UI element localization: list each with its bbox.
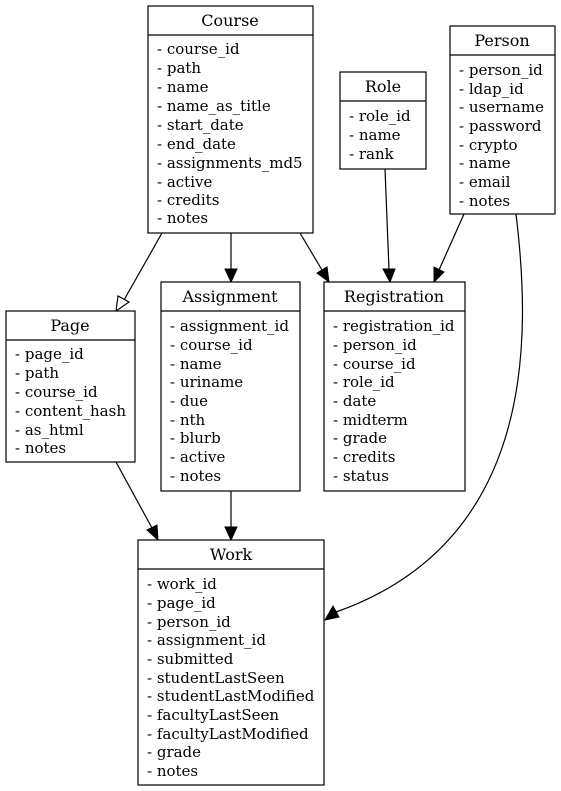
entity-title: Page xyxy=(50,316,89,335)
entity-field: - submitted xyxy=(147,650,234,668)
arrow-course-assignment xyxy=(224,268,238,284)
entity-field: - notes xyxy=(459,192,510,210)
entity-field: - nth xyxy=(170,411,206,429)
entity-title: Role xyxy=(365,77,401,96)
entity-field: - facultyLastSeen xyxy=(147,706,279,724)
entity-field: - course_id xyxy=(157,40,240,58)
entity-field: - page_id xyxy=(15,345,84,363)
entity-field: - date xyxy=(333,392,376,410)
arrow-person-registration xyxy=(433,266,445,284)
entity-field: - name xyxy=(349,126,401,144)
edge-course-page xyxy=(123,232,163,301)
entity-role: Role - role_id - name - rank xyxy=(339,71,427,170)
entity-field: - midterm xyxy=(333,411,408,429)
entity-field: - email xyxy=(459,173,511,191)
entity-field: - credits xyxy=(157,191,219,209)
entity-field: - notes xyxy=(157,209,208,227)
entity-field: - course_id xyxy=(170,336,253,354)
edge-page-work xyxy=(115,461,153,529)
entity-field: - crypto xyxy=(459,136,518,154)
entity-field: - active xyxy=(157,173,212,191)
arrow-person-work xyxy=(324,604,340,621)
entity-field: - active xyxy=(170,448,225,466)
entity-assignment: Assignment - assignment_id - course_id -… xyxy=(160,281,301,492)
entity-field: - ldap_id xyxy=(459,80,524,98)
edge-person-work xyxy=(335,213,524,613)
edge-role-registration xyxy=(384,168,390,271)
entity-field: - content_hash xyxy=(15,402,126,420)
entity-field: - registration_id xyxy=(333,317,455,335)
arrow-role-registration xyxy=(382,268,396,284)
entity-field: - password xyxy=(459,117,542,135)
entity-field: - name xyxy=(459,154,511,172)
entity-title: Course xyxy=(201,11,259,30)
entity-field: - studentLastSeen xyxy=(147,669,285,687)
entity-field: - work_id xyxy=(147,575,217,593)
entity-field: - assignments_md5 xyxy=(157,154,303,172)
arrow-assignment-work xyxy=(224,526,238,542)
entity-field: - uriname xyxy=(170,373,243,391)
entity-field: - name_as_title xyxy=(157,97,271,115)
entity-field: - name xyxy=(157,78,209,96)
entity-field: - grade xyxy=(147,743,201,761)
entity-field: - start_date xyxy=(157,116,244,134)
entity-field: - grade xyxy=(333,429,387,447)
entity-page: Page - page_id - path - course_id - cont… xyxy=(5,310,136,463)
arrow-page-work xyxy=(146,524,159,542)
entity-work: Work - work_id - page_id - person_id - a… xyxy=(137,539,325,786)
entity-field: - assignment_id xyxy=(170,317,289,335)
entity-field: - course_id xyxy=(333,355,416,373)
entity-field: - username xyxy=(459,98,544,116)
entity-field: - as_html xyxy=(15,421,84,439)
edge-person-registration xyxy=(438,213,465,271)
entity-field: - notes xyxy=(15,439,66,457)
entity-person: Person - person_id - ldap_id - username … xyxy=(449,25,556,215)
entity-field: - assignment_id xyxy=(147,631,266,649)
entity-course: Course - course_id - path - name - name_… xyxy=(147,5,314,234)
entity-field: - course_id xyxy=(15,383,98,401)
entity-field: - studentLastModified xyxy=(147,687,315,705)
entity-field: - status xyxy=(333,467,389,485)
arrow-course-registration xyxy=(316,266,330,284)
entity-registration: Registration - registration_id - person_… xyxy=(323,281,466,492)
entity-title: Work xyxy=(210,545,253,564)
entity-field: - rank xyxy=(349,145,395,163)
entity-field: - credits xyxy=(333,448,395,466)
entity-title: Registration xyxy=(344,287,444,306)
edge-course-registration xyxy=(299,232,323,271)
edges xyxy=(115,168,524,621)
entity-field: - path xyxy=(15,364,59,382)
entity-field: - notes xyxy=(170,467,221,485)
entity-field: - facultyLastModified xyxy=(147,725,309,743)
entity-field: - notes xyxy=(147,762,198,780)
entity-field: - person_id xyxy=(459,61,543,79)
entity-field: - due xyxy=(170,392,208,410)
entity-field: - page_id xyxy=(147,594,216,612)
entity-field: - person_id xyxy=(333,336,417,354)
entity-field: - role_id xyxy=(333,373,395,391)
entity-field: - path xyxy=(157,59,201,77)
entity-title: Person xyxy=(474,31,529,50)
entity-title: Assignment xyxy=(181,287,278,306)
entity-field: - end_date xyxy=(157,135,236,153)
entity-field: - role_id xyxy=(349,107,411,125)
entity-field: - name xyxy=(170,355,222,373)
entity-field: - blurb xyxy=(170,429,221,447)
entity-field: - person_id xyxy=(147,613,231,631)
arrow-course-page xyxy=(115,295,131,313)
